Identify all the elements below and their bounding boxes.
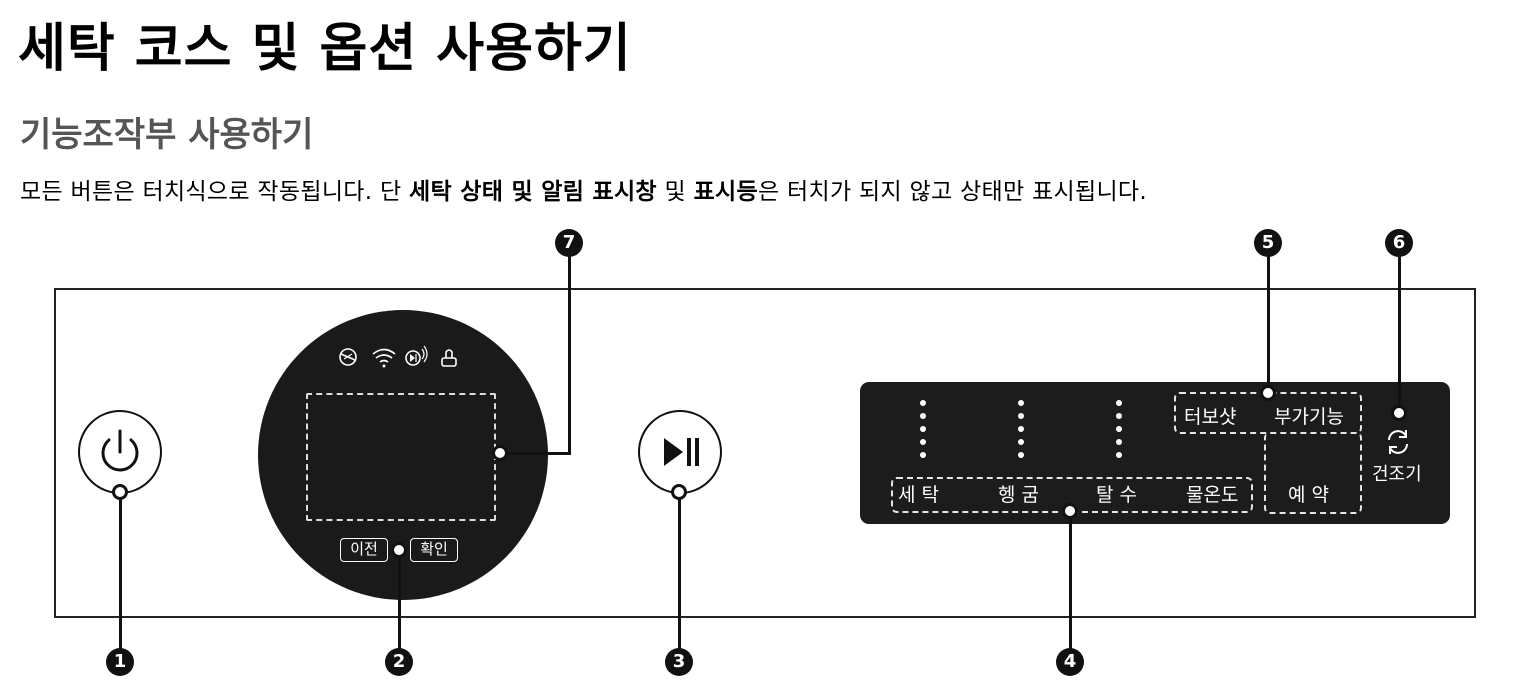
callout-number-7: 7 bbox=[555, 229, 583, 257]
description-part-2: 및 bbox=[656, 179, 694, 205]
callout-anchor-1 bbox=[112, 484, 128, 500]
callout-number-2: 2 bbox=[385, 648, 413, 676]
description-bold-display: 세탁 상태 및 알림 표시창 bbox=[409, 179, 657, 205]
callout-line-4 bbox=[1069, 512, 1072, 650]
reserve-button[interactable]: 예 약 bbox=[1288, 484, 1329, 506]
callout-line-7h bbox=[500, 452, 571, 455]
page-title: 세탁 코스 및 옵션 사용하기 bbox=[18, 19, 632, 79]
callout-number-5: 5 bbox=[1254, 229, 1282, 257]
option-panel bbox=[860, 382, 1450, 524]
description-part-3: 은 터치가 되지 않고 상태만 표시됩니다. bbox=[757, 179, 1147, 205]
power-button[interactable] bbox=[78, 410, 162, 494]
turbo-shot-button[interactable]: 터보샷 bbox=[1184, 406, 1237, 428]
confirm-button[interactable]: 확인 bbox=[410, 538, 458, 562]
smart-control-icon bbox=[405, 345, 428, 366]
status-icons-row bbox=[339, 345, 457, 368]
lock-icon bbox=[339, 348, 357, 366]
wifi-icon bbox=[372, 348, 396, 368]
dryer-link-icon bbox=[1388, 430, 1408, 454]
water-temp-button[interactable]: 물온도 bbox=[1186, 484, 1239, 506]
description-bold-indicator: 표시등 bbox=[693, 179, 758, 205]
callout-number-1: 1 bbox=[106, 648, 134, 676]
callout-line-7v bbox=[568, 256, 571, 455]
rinse-indicator-lights bbox=[1018, 400, 1024, 465]
callout-anchor-3 bbox=[671, 484, 687, 500]
spin-indicator-lights bbox=[1116, 400, 1122, 465]
description-text: 모든 버튼은 터치식으로 작동됩니다. 단 세탁 상태 및 알림 표시창 및 표… bbox=[20, 174, 1147, 210]
section-subtitle: 기능조작부 사용하기 bbox=[20, 115, 314, 155]
status-display-window bbox=[306, 393, 496, 521]
callout-anchor-6 bbox=[1391, 405, 1407, 421]
callout-line-3 bbox=[678, 492, 681, 650]
child-lock-icon bbox=[441, 349, 457, 367]
callout-number-3: 3 bbox=[665, 648, 693, 676]
callout-number-4: 4 bbox=[1056, 648, 1084, 676]
callout-number-6: 6 bbox=[1385, 229, 1413, 257]
callout-anchor-4 bbox=[1062, 503, 1078, 519]
callout-line-5 bbox=[1267, 256, 1270, 396]
wash-indicator-lights bbox=[920, 400, 926, 465]
power-icon bbox=[101, 429, 139, 472]
callout-line-1 bbox=[119, 492, 122, 650]
callout-line-2 bbox=[398, 550, 401, 650]
extra-function-button[interactable]: 부가기능 bbox=[1274, 406, 1344, 428]
callout-anchor-7 bbox=[492, 445, 508, 461]
play-pause-icon bbox=[664, 438, 699, 466]
description-part-1: 모든 버튼은 터치식으로 작동됩니다. 단 bbox=[20, 179, 410, 205]
rinse-button[interactable]: 헹 굼 bbox=[998, 484, 1039, 506]
callout-line-6 bbox=[1398, 256, 1401, 414]
spin-button[interactable]: 탈 수 bbox=[1096, 484, 1137, 506]
wash-button[interactable]: 세 탁 bbox=[898, 484, 939, 506]
prev-button[interactable]: 이전 bbox=[340, 538, 388, 562]
reserve-group bbox=[1264, 432, 1362, 514]
dryer-link-button[interactable]: 건조기 bbox=[1372, 464, 1422, 485]
callout-anchor-5 bbox=[1260, 385, 1276, 401]
start-pause-button[interactable] bbox=[638, 410, 722, 494]
callout-anchor-2 bbox=[391, 542, 407, 558]
